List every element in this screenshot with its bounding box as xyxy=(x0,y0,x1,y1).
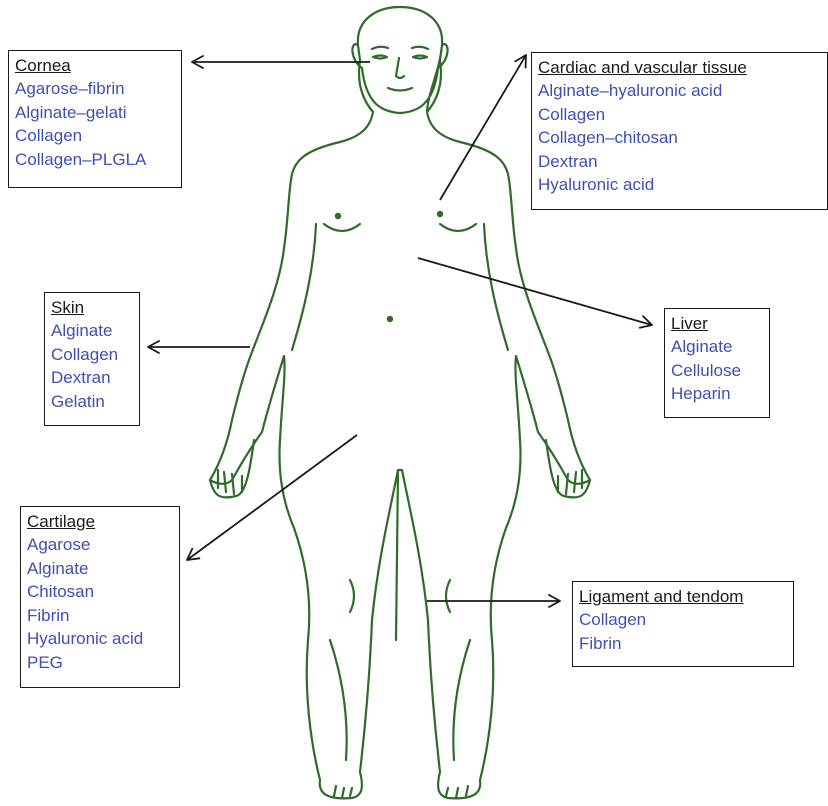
arrow-liver xyxy=(418,258,652,325)
cartilage-box: Cartilage Agarose Alginate Chitosan Fibr… xyxy=(20,506,180,688)
cartilage-title: Cartilage xyxy=(27,510,173,533)
arrow-cardiac xyxy=(440,55,526,200)
right-nipple xyxy=(437,211,443,217)
chest-lines xyxy=(324,224,476,231)
material-item: Cellulose xyxy=(671,359,763,383)
material-item: Alginate–hyaluronic acid xyxy=(538,79,821,103)
left-nipple xyxy=(335,213,341,219)
material-item: PEG xyxy=(27,651,173,675)
ligament-title: Ligament and tendom xyxy=(579,585,787,608)
skin-materials: Alginate Collagen Dextran Gelatin xyxy=(51,319,133,413)
cornea-materials: Agarose–fibrin Alginate–gelati Collagen … xyxy=(15,77,175,171)
body-points xyxy=(335,211,443,322)
ligament-box: Ligament and tendom Collagen Fibrin xyxy=(572,581,794,667)
material-item: Heparin xyxy=(671,382,763,406)
material-item: Collagen xyxy=(51,343,133,367)
body-silhouette xyxy=(210,112,590,798)
material-item: Fibrin xyxy=(579,632,787,656)
material-item: Alginate xyxy=(51,319,133,343)
liver-title: Liver xyxy=(671,312,763,335)
material-item: Gelatin xyxy=(51,390,133,414)
material-item: Chitosan xyxy=(27,580,173,604)
face-features xyxy=(372,47,428,91)
cardiac-materials: Alginate–hyaluronic acid Collagen Collag… xyxy=(538,79,821,197)
material-item: Agarose xyxy=(27,533,173,557)
material-item: Dextran xyxy=(538,150,821,174)
material-item: Hyaluronic acid xyxy=(27,627,173,651)
material-item: Fibrin xyxy=(27,604,173,628)
head-outline xyxy=(352,7,447,113)
liver-materials: Alginate Cellulose Heparin xyxy=(671,335,763,406)
material-item: Alginate xyxy=(27,557,173,581)
material-item: Collagen xyxy=(579,608,787,632)
material-item: Collagen–PLGLA xyxy=(15,148,175,172)
material-item: Collagen xyxy=(15,124,175,148)
material-item: Alginate–gelati xyxy=(15,101,175,125)
cardiac-title: Cardiac and vascular tissue xyxy=(538,56,821,79)
skin-box: Skin Alginate Collagen Dextran Gelatin xyxy=(44,292,140,426)
cornea-title: Cornea xyxy=(15,54,175,77)
navel xyxy=(387,316,393,322)
skin-title: Skin xyxy=(51,296,133,319)
cornea-box: Cornea Agarose–fibrin Alginate–gelati Co… xyxy=(8,50,182,188)
liver-box: Liver Alginate Cellulose Heparin xyxy=(664,308,770,418)
material-item: Hyaluronic acid xyxy=(538,173,821,197)
leg-lines xyxy=(330,470,470,760)
ligament-materials: Collagen Fibrin xyxy=(579,608,787,655)
material-item: Collagen–chitosan xyxy=(538,126,821,150)
inner-arms xyxy=(292,224,508,350)
material-item: Collagen xyxy=(538,103,821,127)
feet-toes xyxy=(334,786,468,798)
material-item: Dextran xyxy=(51,366,133,390)
material-item: Agarose–fibrin xyxy=(15,77,175,101)
arrow-cartilage xyxy=(187,435,357,560)
cartilage-materials: Agarose Alginate Chitosan Fibrin Hyaluro… xyxy=(27,533,173,674)
material-item: Alginate xyxy=(671,335,763,359)
cardiac-box: Cardiac and vascular tissue Alginate–hya… xyxy=(531,52,828,210)
